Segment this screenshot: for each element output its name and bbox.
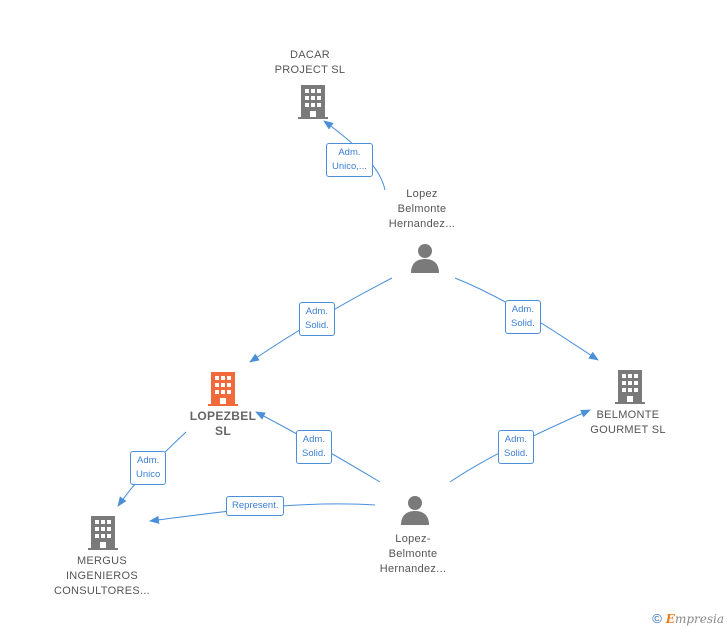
edge-label-adm-solid: Adm. Solid. <box>296 430 332 464</box>
node-label-lopez-bottom[interactable]: Lopez- Belmonte Hernandez... <box>379 533 447 575</box>
copyright-icon: © <box>652 611 662 626</box>
edge-label-adm-unico: Adm. Unico,... <box>326 143 373 177</box>
edge-label-adm-solid: Adm. Solid. <box>505 300 541 334</box>
node-label-mergus[interactable]: MERGUS INGENIEROS CONSULTORES... <box>53 555 151 597</box>
brand-logo: Empresia <box>665 611 724 626</box>
person-icon <box>401 496 429 525</box>
edge-label-adm-solid: Adm. Solid. <box>299 302 335 336</box>
building-icon <box>615 370 645 404</box>
edge-label-adm-solid: Adm. Solid. <box>498 430 534 464</box>
building-icon <box>88 516 118 550</box>
brand-footer: © Empresia <box>652 611 724 626</box>
node-label-belmonte[interactable]: BELMONTE GOURMET SL <box>590 409 666 436</box>
building-icon <box>298 85 328 119</box>
building-icon <box>208 372 238 406</box>
edge-label-adm-unico: Adm. Unico <box>130 451 167 485</box>
edge-label-represent: Represent. <box>226 496 285 516</box>
node-label-lopez-top[interactable]: Lopez Belmonte Hernandez... <box>388 188 456 230</box>
node-label-dacar[interactable]: DACAR PROJECT SL <box>274 49 346 76</box>
node-label-lopezbel[interactable]: LOPEZBEL SL <box>189 409 257 438</box>
person-icon <box>411 244 439 273</box>
